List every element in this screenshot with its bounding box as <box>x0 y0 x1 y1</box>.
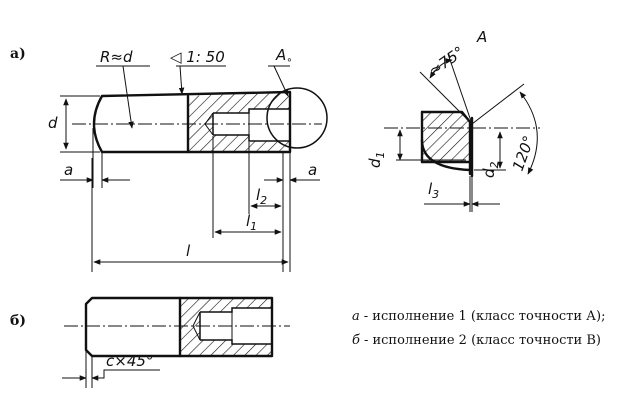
dim-l3-label: l3 <box>428 180 439 201</box>
taper-label: ◁ 1: 50 <box>170 48 225 66</box>
angle-120-label: 120° <box>509 133 538 173</box>
detail-a-view: A ≈75° 120° d1 d2 l3 <box>366 28 540 212</box>
legend-line-2: б- исполнение 2 (класс точности В) <box>352 333 601 348</box>
legend: а- исполнение 1 (класс точности А); б- и… <box>352 309 605 348</box>
chamfer-a-right-label: a <box>308 161 317 179</box>
pin-a-outline <box>92 90 292 154</box>
dim-d2-label: d2 <box>480 161 501 178</box>
angle-75-label: ≈75° <box>425 43 467 80</box>
chamfer-a-left-label: a <box>64 161 73 179</box>
pin-a-annotations: R≈d ◁ 1: 50 A∘ d a a l2 l1 <box>48 46 320 272</box>
dim-l2-label: l2 <box>256 186 267 207</box>
radius-label: R≈d <box>100 48 133 66</box>
dim-l-label: l <box>186 242 191 260</box>
dim-l1-label: l1 <box>246 212 257 233</box>
detail-circle-a <box>266 87 328 149</box>
pin-view-a <box>72 87 328 154</box>
section-label-a: а) <box>10 46 26 62</box>
diameter-label: d <box>48 114 58 132</box>
section-label-b: б) <box>10 313 26 329</box>
dim-d1-label: d1 <box>366 151 387 168</box>
chamfer-label: c×45° <box>106 352 153 370</box>
legend-line-1: а- исполнение 1 (класс точности А); <box>352 309 605 324</box>
pin-view-b: c×45° <box>62 296 290 388</box>
detail-a-title: A <box>476 28 487 46</box>
detail-ref-label: A∘ <box>275 46 293 66</box>
